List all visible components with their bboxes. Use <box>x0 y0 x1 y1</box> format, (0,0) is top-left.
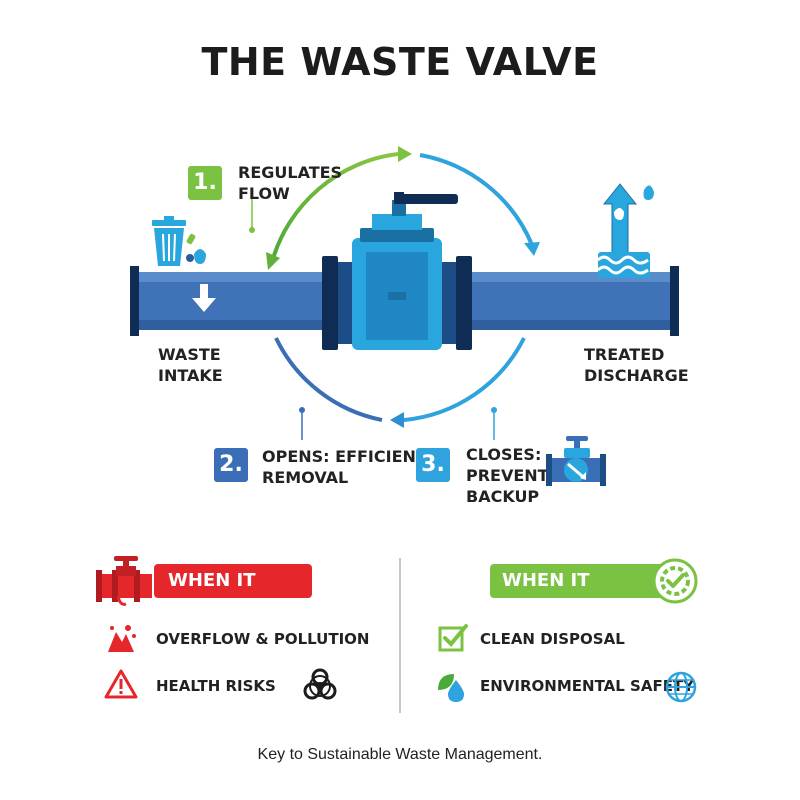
step-3-label-line-3: BACKUP <box>466 487 540 506</box>
waste-intake-line-1: WASTE <box>158 345 221 364</box>
fails-item-overflow: OVERFLOW & POLLUTION <box>156 630 370 648</box>
warning-triangle-icon <box>104 669 138 699</box>
flange-left <box>322 256 338 350</box>
down-arrow-icon <box>192 284 216 312</box>
small-valve-icon <box>546 436 606 486</box>
step-3-number: 3. <box>416 448 450 482</box>
step-2-number: 2. <box>214 448 248 482</box>
treated-discharge-line-2: DISCHARGE <box>584 366 689 385</box>
page-title: THE WASTE VALVE <box>201 40 599 84</box>
step-2-label-line-2: REMOVAL <box>262 468 349 487</box>
treated-discharge-label: TREATED DISCHARGE <box>584 344 689 386</box>
step-2-label: OPENS: EFFICIENT REMOVAL <box>262 446 427 488</box>
step-3-label: CLOSES: PREVENTS BACKUP <box>466 444 560 507</box>
flange-right <box>456 256 472 350</box>
works-item-environmental-safety: ENVIRONMENTAL SAFETY <box>480 677 695 695</box>
gear-check-icon <box>652 558 698 604</box>
section-divider <box>399 558 401 713</box>
waste-intake-line-2: INTAKE <box>158 366 223 385</box>
trash-can-icon <box>152 216 206 266</box>
pipe-end-left <box>130 266 139 336</box>
overflow-icon <box>108 625 136 652</box>
step-2-label-line-1: OPENS: EFFICIENT <box>262 447 427 466</box>
gate-valve-icon <box>352 192 458 350</box>
checkbox-icon <box>438 624 468 652</box>
step-3-label-line-1: CLOSES: <box>466 445 542 464</box>
step-1-number: 1. <box>188 166 222 200</box>
step-1-label-line-1: REGULATES <box>238 163 343 182</box>
fails-item-health-risks: HEALTH RISKS <box>156 677 276 695</box>
broken-valve-icon <box>96 556 152 606</box>
step-1-label-line-2: FLOW <box>238 184 290 203</box>
biohazard-icon <box>303 668 337 700</box>
when-it-fails-banner: WHEN IT FAILS <box>154 564 312 625</box>
step-3-label-line-2: PREVENTS <box>466 466 561 485</box>
water-discharge-icon <box>596 183 654 278</box>
footer-tagline: Key to Sustainable Waste Management. <box>257 746 543 763</box>
leaf-drop-icon <box>438 674 464 702</box>
waste-intake-label: WASTE INTAKE <box>158 344 223 386</box>
step-1-label: REGULATES FLOW <box>238 162 342 204</box>
treated-discharge-line-1: TREATED <box>584 345 665 364</box>
pipe-end-right <box>670 266 679 336</box>
works-item-clean-disposal: CLEAN DISPOSAL <box>480 630 625 648</box>
when-it-works-banner: WHEN IT WORKS <box>490 564 664 625</box>
valve-handle <box>400 194 458 204</box>
globe-icon <box>665 671 697 703</box>
